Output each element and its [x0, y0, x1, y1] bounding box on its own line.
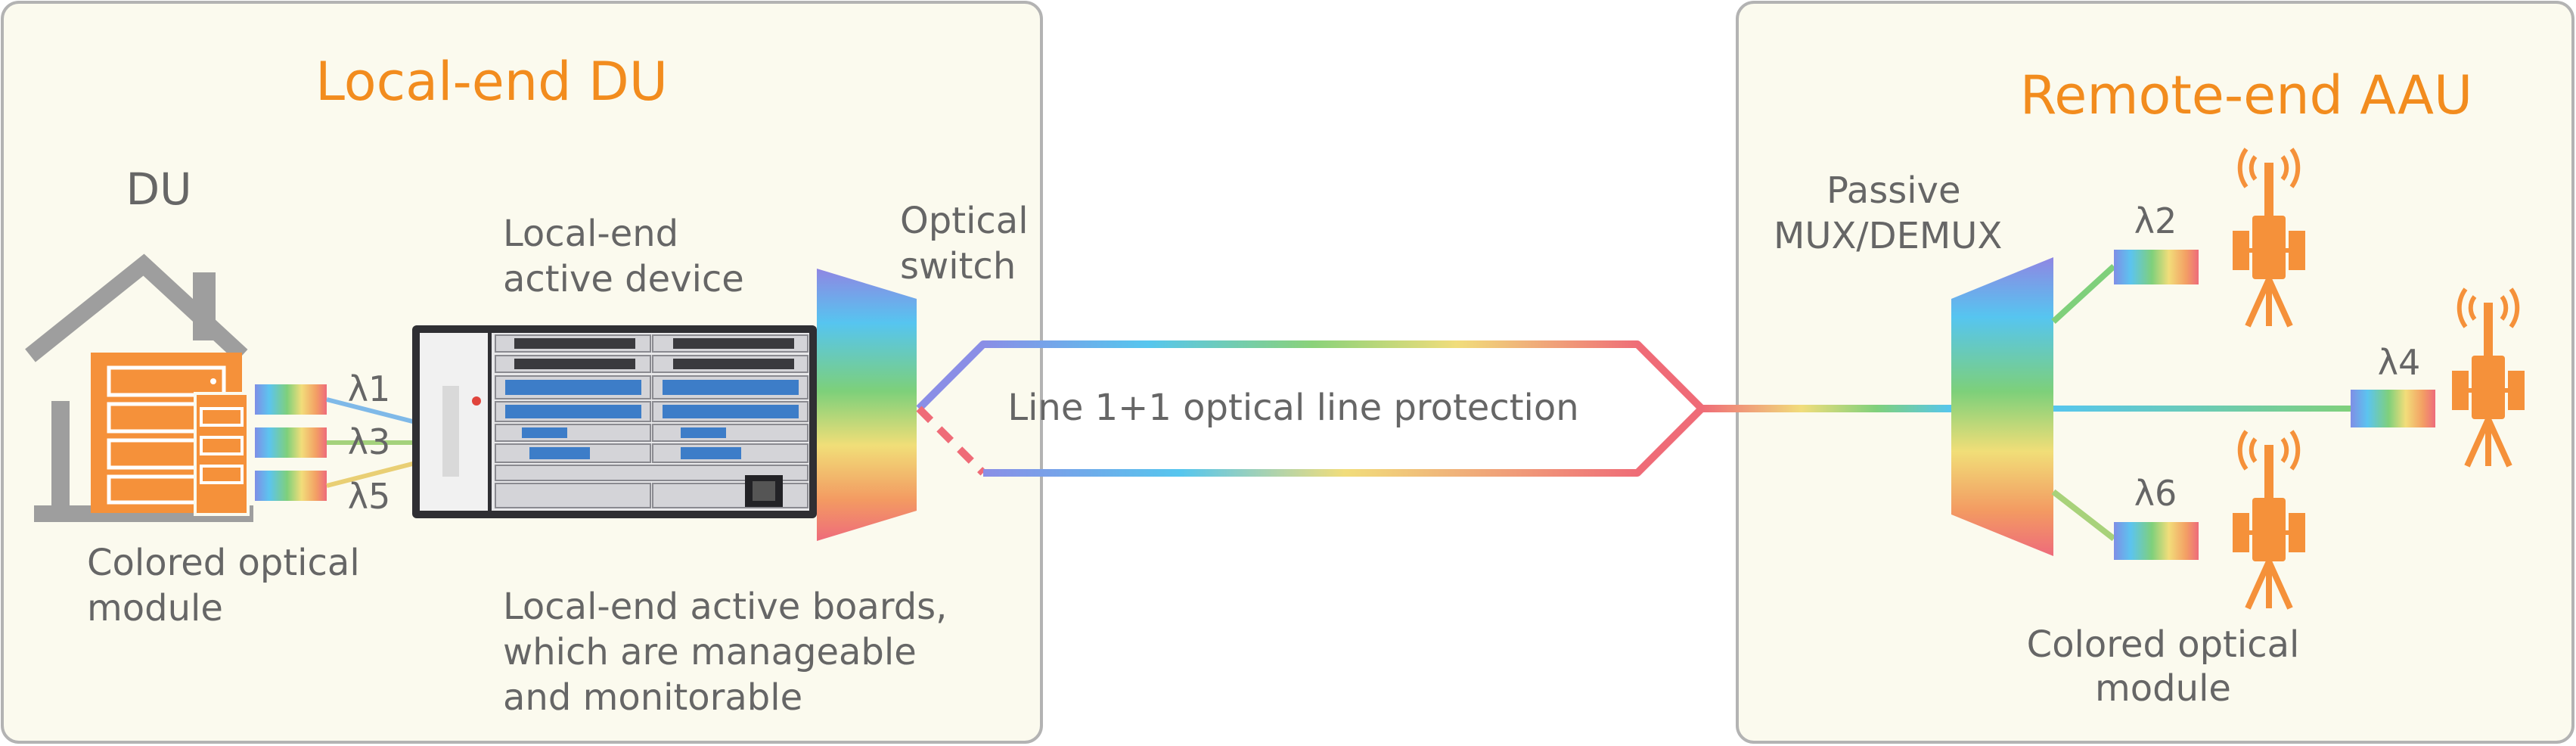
remote-colored-module-label-2: module [2095, 667, 2231, 710]
local-colored-module-label-1: Colored optical [87, 542, 360, 584]
optical-switch-icon [817, 269, 917, 541]
wavelength-l3: λ3 [348, 421, 391, 462]
colored-module-r6 [2114, 522, 2199, 560]
active-device-label-1: Local-end [503, 213, 678, 255]
optical-switch-label-2: switch [900, 245, 1016, 288]
colored-module-l3 [255, 427, 327, 458]
colored-module-r4 [2351, 390, 2435, 427]
wavelength-l1: λ1 [348, 368, 391, 409]
active-boards-label-3: and monitorable [503, 676, 802, 719]
colored-module-r2 [2114, 250, 2199, 284]
wavelength-l5: λ5 [348, 476, 391, 517]
mux-demux-icon [1951, 257, 2053, 556]
protection-lines [916, 340, 1951, 477]
remote-fibers [2051, 264, 2352, 542]
local-colored-module-label-2: module [87, 587, 223, 629]
mux-label-2: MUX/DEMUX [1774, 215, 2002, 257]
line-protection-label: Line 1+1 optical line protection [1007, 387, 1578, 429]
active-boards-label-1: Local-end active boards, [503, 586, 947, 628]
wavelength-r6: λ6 [2134, 473, 2177, 514]
active-device-chassis [412, 325, 817, 518]
colored-module-l1 [255, 384, 327, 415]
active-device-label-2: active device [503, 258, 744, 300]
aau-antenna-icon [2233, 148, 2305, 328]
wavelength-r2: λ2 [2134, 200, 2177, 241]
active-boards-label-2: which are manageable [503, 631, 917, 673]
mux-label-1: Passive [1826, 169, 1961, 212]
colored-module-l5 [255, 471, 327, 501]
server-cabinet-icon [91, 353, 250, 516]
aau-antenna-icon [2452, 288, 2525, 468]
remote-panel [1736, 1, 2574, 744]
working-line [916, 340, 1705, 412]
local-panel-title: Local-end DU [315, 51, 668, 113]
du-label: DU [126, 163, 191, 215]
protection-line [983, 406, 1705, 477]
remote-panel-title: Remote-end AAU [2020, 64, 2472, 126]
optical-switch-label-1: Optical [900, 200, 1029, 242]
wavelength-r4: λ4 [2378, 342, 2421, 383]
remote-colored-module-label-1: Colored optical [2027, 623, 2300, 666]
aau-antenna-icon [2233, 430, 2305, 610]
local-colored-modules [255, 384, 327, 501]
